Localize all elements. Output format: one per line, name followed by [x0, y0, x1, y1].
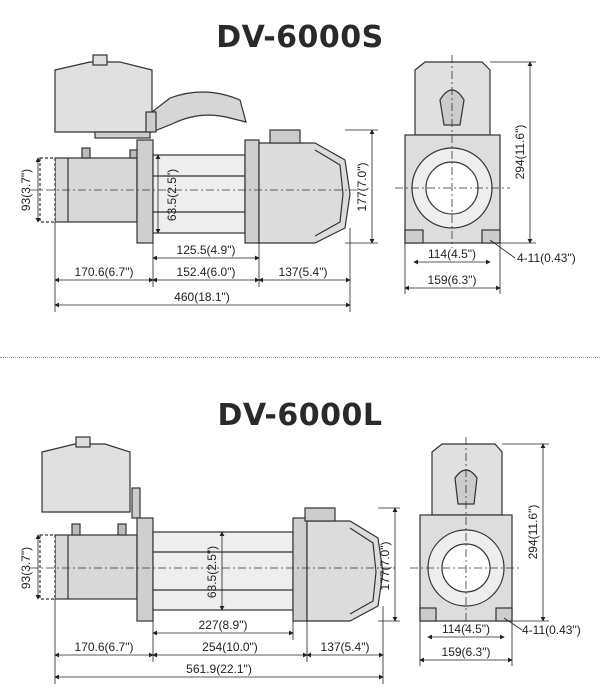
height-177-label: 177(7.0"): [355, 163, 369, 212]
height-177-label-l: 177(7.0"): [378, 542, 392, 591]
total-length-label: 460(18.1"): [174, 290, 230, 304]
motor-height-label-l: 93(3.7"): [19, 547, 33, 589]
motor-length-label-l: 170.6(6.7"): [75, 640, 134, 654]
section-divider: [0, 357, 600, 358]
drum-diameter-label-l: 63.5(2.5"): [205, 546, 219, 598]
winch-l-side-view: [39, 436, 384, 622]
base-width-label-l: 159(6.3"): [442, 645, 491, 659]
winch-s-front-view: [404, 61, 501, 244]
gear-length-label: 137(5.4"): [279, 265, 328, 279]
height-294-label-l: 294(11.6"): [526, 505, 540, 560]
motor-length-label: 170.6(6.7"): [75, 265, 134, 279]
model-title-l: DV-6000L: [217, 398, 383, 433]
gear-length-label-l: 137(5.4"): [321, 640, 370, 654]
base-width-label: 159(6.3"): [428, 273, 477, 287]
drum-length-label-l: 227(8.9"): [199, 618, 248, 632]
drum-length-label: 125.5(4.9"): [177, 243, 236, 257]
mid-length-label: 152.4(6.0"): [177, 265, 236, 279]
drum-diameter-label: 63.5(2.5"): [165, 169, 179, 221]
bolt-holes-label: 4-11(0.43"): [517, 251, 576, 265]
mid-length-label-l: 254(10.0"): [202, 640, 258, 654]
total-length-label-l: 561.9(22.1"): [186, 662, 252, 676]
bolt-span-label: 114(4.5"): [428, 247, 476, 261]
winch-s-side-view: [39, 54, 351, 244]
bolt-holes-label-l: 4-11(0.43"): [522, 623, 581, 637]
height-294-label: 294(11.6"): [513, 125, 527, 180]
bolt-span-label-l: 114(4.5"): [442, 622, 490, 636]
model-title-s: DV-6000S: [216, 20, 384, 55]
motor-height-label: 93(3.7"): [19, 169, 33, 211]
